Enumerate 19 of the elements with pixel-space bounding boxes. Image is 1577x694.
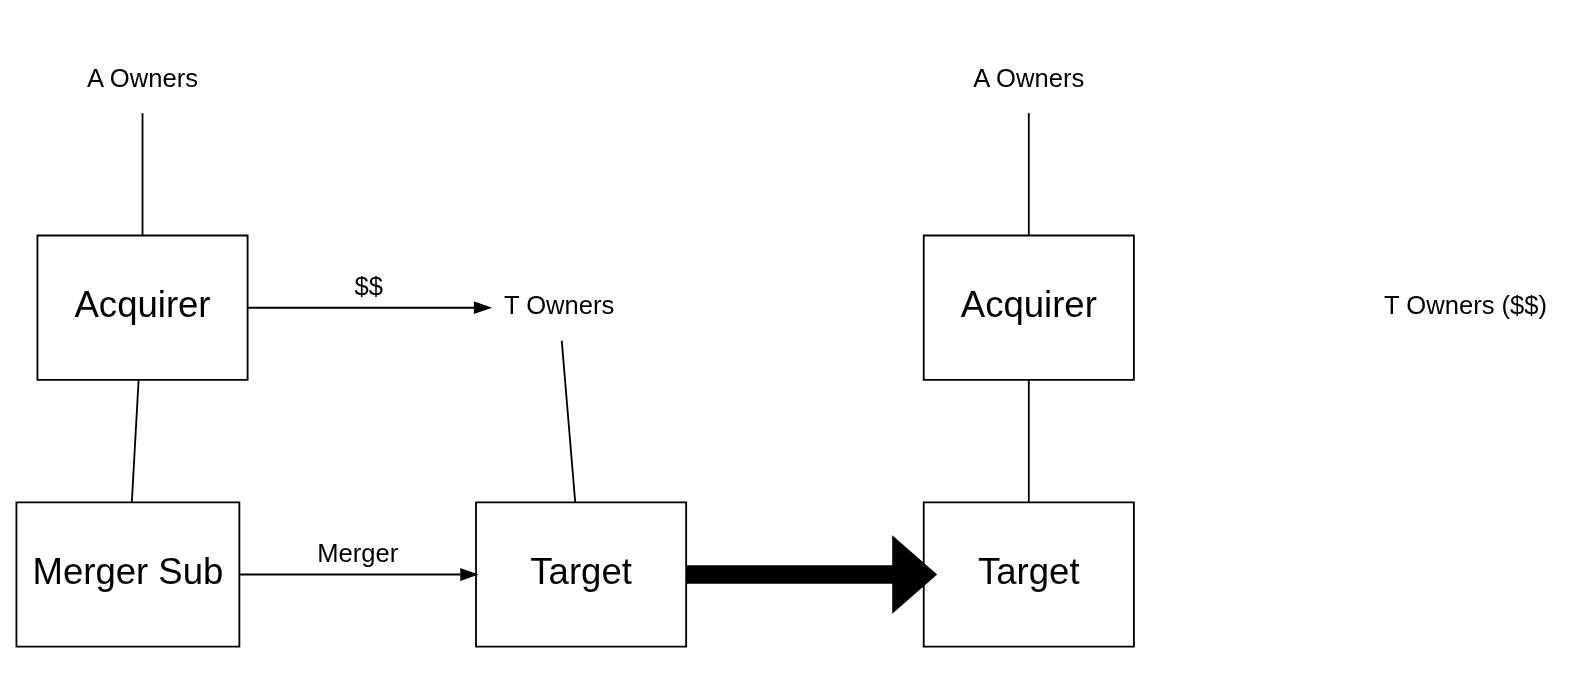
edge-label: Merger bbox=[317, 539, 399, 568]
node-text: A Owners bbox=[87, 63, 198, 92]
arrow bbox=[239, 568, 479, 581]
connector bbox=[1027, 379, 1030, 503]
label: T Owners ($$) bbox=[1384, 291, 1548, 320]
connector bbox=[560, 339, 577, 503]
node-box: Target bbox=[922, 501, 1135, 648]
connector bbox=[141, 112, 144, 237]
arrow bbox=[686, 535, 938, 614]
connector bbox=[130, 379, 140, 503]
connector bbox=[1027, 112, 1030, 237]
node-box: Target bbox=[475, 501, 688, 648]
node-text: A Owners bbox=[973, 63, 1085, 92]
node-box: Merger Sub bbox=[15, 501, 241, 648]
node-box: Acquirer bbox=[36, 234, 249, 381]
edge-label: $$ bbox=[354, 272, 383, 301]
node-box: Acquirer bbox=[922, 234, 1135, 381]
arrow bbox=[246, 301, 493, 315]
node-text: T Owners bbox=[503, 291, 615, 320]
